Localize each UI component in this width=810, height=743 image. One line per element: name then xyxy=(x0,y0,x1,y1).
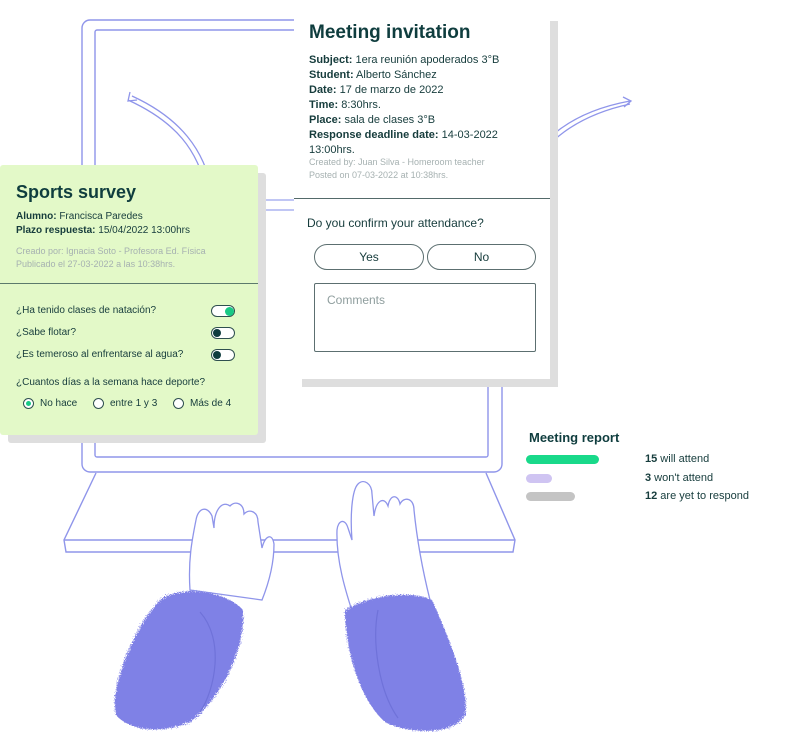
survey-created-by: Creado por: Ignacia Soto - Profesora Ed.… xyxy=(16,246,206,256)
radio-selected-icon xyxy=(23,397,34,409)
invitation-title: Meeting invitation xyxy=(309,22,471,43)
radio-icon xyxy=(173,397,184,409)
right-hand xyxy=(336,480,431,621)
question-can-float: ¿Sabe flotar? xyxy=(16,327,77,338)
sleeves xyxy=(114,591,466,732)
invitation-place: sala de clases 3°B xyxy=(341,114,436,126)
survey-details: Alumno: Francisca Paredes Plazo respuest… xyxy=(16,211,191,236)
invitation-deadline: 14-03-2022 13:00hrs. xyxy=(309,129,498,156)
report-row-not-attend: 3 won't attend xyxy=(645,472,714,484)
toggle-swimming-classes[interactable] xyxy=(211,305,235,317)
sleeve-folds xyxy=(199,609,399,719)
invitation-student: Alberto Sánchez xyxy=(353,69,437,81)
report-bar-attend xyxy=(526,455,599,464)
survey-title: Sports survey xyxy=(16,182,137,202)
report-bar-not-attend xyxy=(526,474,552,483)
divider xyxy=(294,198,550,199)
connector-lines xyxy=(258,199,294,211)
attendance-question: Do you confirm your attendance? xyxy=(307,216,484,230)
invitation-meta: Created by: Juan Silva - Homeroom teache… xyxy=(309,156,539,182)
question-swimming-classes: ¿Ha tenido clases de natación? xyxy=(16,305,157,316)
survey-published: Publicado el 27-03-2022 a las 10:38hrs. xyxy=(16,259,176,269)
meeting-invitation-card: Meeting invitation Subject: 1era reunión… xyxy=(294,13,550,379)
survey-deadline: 15/04/2022 13:00hrs xyxy=(95,225,191,236)
frequency-options: No hace entre 1 y 3 Más de 4 xyxy=(23,396,253,412)
invitation-date: 17 de marzo de 2022 xyxy=(336,84,444,96)
report-row-pending: 12 are yet to respond xyxy=(645,490,749,502)
divider xyxy=(0,283,258,284)
no-button[interactable]: No xyxy=(427,244,536,270)
survey-student: Francisca Paredes xyxy=(56,211,143,222)
question-sport-frequency: ¿Cuantos días a la semana hace deporte? xyxy=(16,377,206,388)
report-title: Meeting report xyxy=(529,430,620,445)
radio-entre-1-y-3[interactable]: entre 1 y 3 xyxy=(93,396,157,410)
sports-survey-card: Sports survey Alumno: Francisca Paredes … xyxy=(0,165,258,435)
invitation-subject: 1era reunión apoderados 3°B xyxy=(352,54,500,66)
left-hand xyxy=(188,502,275,601)
report-bar-pending xyxy=(526,492,575,501)
comments-input[interactable] xyxy=(314,283,536,352)
toggle-can-float[interactable] xyxy=(211,327,235,339)
question-afraid-of-water: ¿Es temeroso al enfrentarse al agua? xyxy=(16,349,184,360)
invitation-posted-on: Posted on 07-03-2022 at 10:38hrs. xyxy=(309,170,449,180)
invitation-time: 8:30hrs. xyxy=(338,99,381,111)
radio-icon xyxy=(93,397,104,409)
yes-button[interactable]: Yes xyxy=(314,244,424,270)
radio-no-hace[interactable]: No hace xyxy=(23,396,77,410)
toggle-afraid-of-water[interactable] xyxy=(211,349,235,361)
invitation-details: Subject: 1era reunión apoderados 3°B Stu… xyxy=(309,54,500,156)
report-row-attend: 15 will attend xyxy=(645,453,710,465)
radio-mas-de-4[interactable]: Más de 4 xyxy=(173,396,231,410)
invitation-created-by: Created by: Juan Silva - Homeroom teache… xyxy=(309,157,485,167)
survey-meta: Creado por: Ignacia Soto - Profesora Ed.… xyxy=(16,245,216,271)
